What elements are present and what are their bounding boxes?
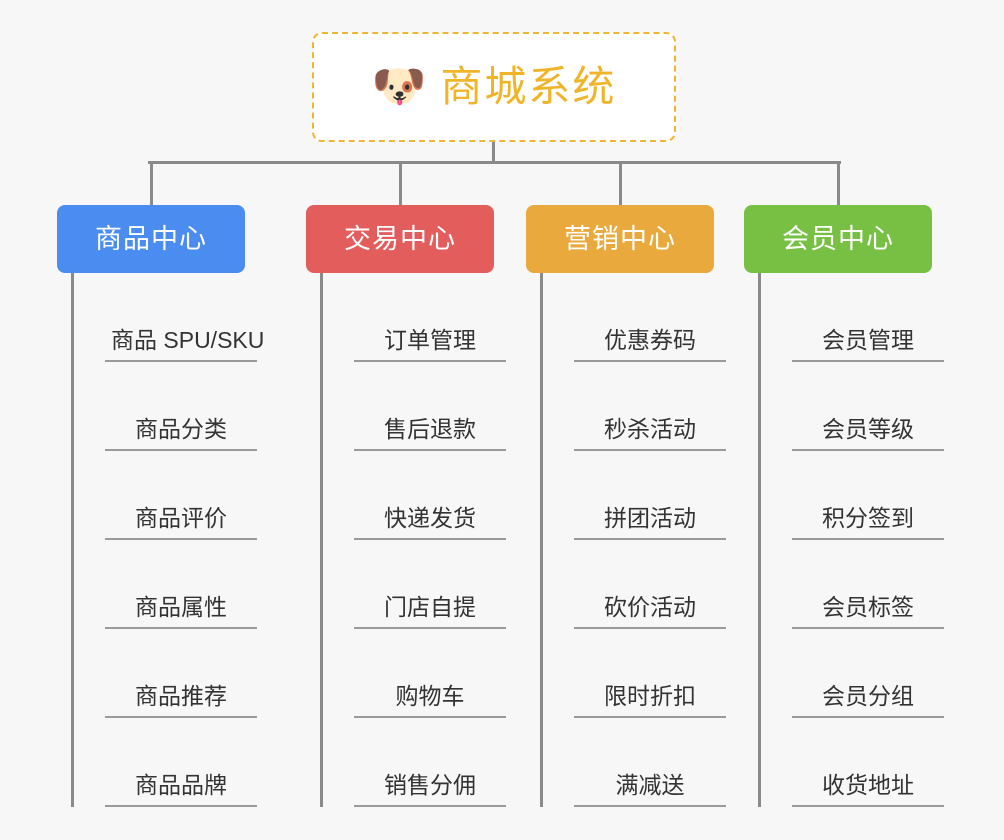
leaf-item-label: 商品评价 <box>105 505 257 540</box>
connector-root-stem <box>492 142 495 164</box>
leaf-item[interactable]: 砍价活动 <box>543 540 726 629</box>
leaf-item-label: 会员管理 <box>792 327 944 362</box>
leaf-item-label: 积分签到 <box>792 505 944 540</box>
category-label: 营销中心 <box>564 223 676 254</box>
leaf-item-label: 门店自提 <box>354 594 506 629</box>
leaf-item-label: 秒杀活动 <box>574 416 726 451</box>
column-trade-center: 交易中心订单管理售后退款快递发货门店自提购物车销售分佣 <box>306 205 506 807</box>
branch-trunk-product-center: 商品 SPU/SKU 商品分类商品评价商品属性商品推荐商品品牌 <box>71 273 264 807</box>
leaf-item[interactable]: 拼团活动 <box>543 451 726 540</box>
leaf-item-label: 限时折扣 <box>574 683 726 718</box>
connector-horizontal-bus <box>148 161 841 164</box>
leaf-item[interactable]: 销售分佣 <box>323 718 506 807</box>
leaf-item[interactable]: 商品 SPU/SKU <box>74 273 264 362</box>
connector-drop-product-center <box>150 161 153 205</box>
connector-drop-member-center <box>837 161 840 205</box>
leaf-item-label: 收货地址 <box>792 772 944 807</box>
leaf-item-label: 砍价活动 <box>574 594 726 629</box>
column-member-center: 会员中心会员管理会员等级积分签到会员标签会员分组收货地址 <box>744 205 944 807</box>
branch-trunk-marketing-center: 优惠券码秒杀活动拼团活动砍价活动限时折扣满减送 <box>540 273 726 807</box>
leaf-item-label: 拼团活动 <box>574 505 726 540</box>
leaf-item[interactable]: 商品品牌 <box>74 718 257 807</box>
leaf-item-label: 售后退款 <box>354 416 506 451</box>
leaf-item[interactable]: 购物车 <box>323 629 506 718</box>
leaf-item[interactable]: 商品分类 <box>74 362 257 451</box>
leaf-item[interactable]: 商品属性 <box>74 540 257 629</box>
category-label: 交易中心 <box>344 223 456 254</box>
category-label: 会员中心 <box>782 223 894 254</box>
leaf-item[interactable]: 优惠券码 <box>543 273 726 362</box>
root-node[interactable]: 🐶 商城系统 <box>312 32 676 142</box>
leaf-item[interactable]: 限时折扣 <box>543 629 726 718</box>
leaf-item-label: 会员标签 <box>792 594 944 629</box>
leaf-item-label: 订单管理 <box>354 327 506 362</box>
leaf-item-label: 商品品牌 <box>105 772 257 807</box>
leaf-item[interactable]: 秒杀活动 <box>543 362 726 451</box>
branch-trunk-member-center: 会员管理会员等级积分签到会员标签会员分组收货地址 <box>758 273 944 807</box>
leaf-item[interactable]: 商品推荐 <box>74 629 257 718</box>
leaf-item[interactable]: 收货地址 <box>761 718 944 807</box>
leaf-item-label: 满减送 <box>574 772 726 807</box>
connector-drop-marketing-center <box>619 161 622 205</box>
category-box-product-center[interactable]: 商品中心 <box>57 205 245 273</box>
leaf-item[interactable]: 会员等级 <box>761 362 944 451</box>
category-label: 商品中心 <box>95 223 207 254</box>
leaf-item-label: 会员等级 <box>792 416 944 451</box>
leaf-item[interactable]: 售后退款 <box>323 362 506 451</box>
leaf-item-label: 会员分组 <box>792 683 944 718</box>
category-box-trade-center[interactable]: 交易中心 <box>306 205 494 273</box>
leaf-item[interactable]: 商品评价 <box>74 451 257 540</box>
leaf-item-label: 快递发货 <box>354 505 506 540</box>
root-node-label: 商城系统 <box>440 63 617 110</box>
leaf-item[interactable]: 会员分组 <box>761 629 944 718</box>
leaf-item[interactable]: 会员标签 <box>761 540 944 629</box>
leaf-item[interactable]: 会员管理 <box>761 273 944 362</box>
leaf-item[interactable]: 积分签到 <box>761 451 944 540</box>
column-marketing-center: 营销中心优惠券码秒杀活动拼团活动砍价活动限时折扣满减送 <box>526 205 726 807</box>
branch-trunk-trade-center: 订单管理售后退款快递发货门店自提购物车销售分佣 <box>320 273 506 807</box>
leaf-item-label: 商品 SPU/SKU <box>105 327 264 362</box>
leaf-item-label: 购物车 <box>354 683 506 718</box>
dog-face-icon: 🐶 <box>371 62 427 111</box>
leaf-item-label: 商品分类 <box>105 416 257 451</box>
category-box-member-center[interactable]: 会员中心 <box>744 205 932 273</box>
leaf-item-label: 销售分佣 <box>354 772 506 807</box>
leaf-item[interactable]: 快递发货 <box>323 451 506 540</box>
column-product-center: 商品中心商品 SPU/SKU 商品分类商品评价商品属性商品推荐商品品牌 <box>57 205 264 807</box>
leaf-item-label: 商品推荐 <box>105 683 257 718</box>
category-box-marketing-center[interactable]: 营销中心 <box>526 205 714 273</box>
leaf-item-label: 商品属性 <box>105 594 257 629</box>
leaf-item[interactable]: 订单管理 <box>323 273 506 362</box>
leaf-item-label: 优惠券码 <box>574 327 726 362</box>
leaf-item[interactable]: 门店自提 <box>323 540 506 629</box>
connector-drop-trade-center <box>399 161 402 205</box>
leaf-item[interactable]: 满减送 <box>543 718 726 807</box>
